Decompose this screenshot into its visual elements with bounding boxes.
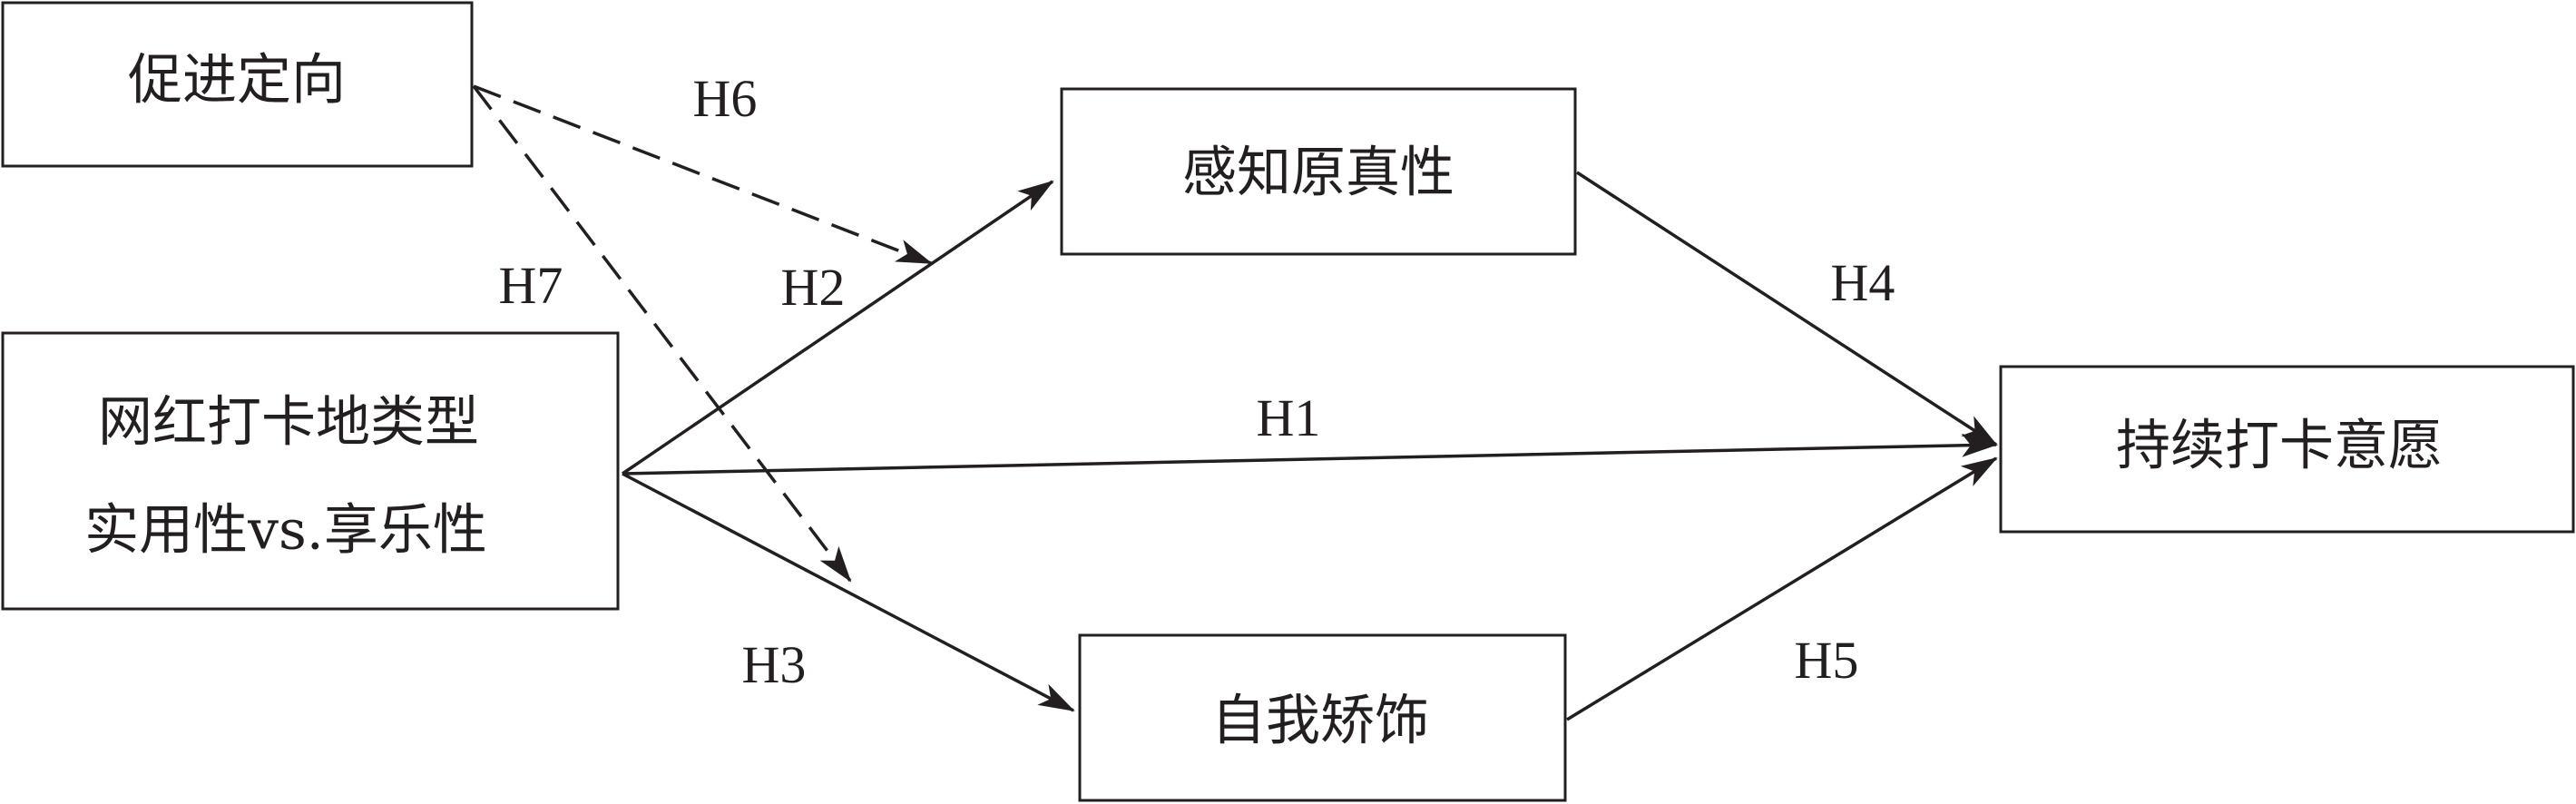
place-type-label-line2: 实用性vs.享乐性 <box>84 499 487 563</box>
promotion-focus-box: 促进定向 <box>1 1 474 168</box>
edge-h3-type-to-self-presentation <box>622 472 1075 712</box>
edge-label-h6: H6 <box>693 69 758 128</box>
edge-label-h1: H1 <box>1257 388 1321 447</box>
promotion-focus-label: 促进定向 <box>128 49 346 113</box>
edge-label-h7: H7 <box>499 256 563 315</box>
edge-h1-type-to-intention <box>622 433 1998 476</box>
edge-label-h3: H3 <box>742 635 807 694</box>
place-type-box: 网红打卡地类型 实用性vs.享乐性 <box>1 331 620 611</box>
edge-h7-promotion-moderation <box>472 84 852 583</box>
edge-label-h4: H4 <box>1831 253 1895 312</box>
continuance-intention-box: 持续打卡意愿 <box>1999 365 2575 534</box>
edge-h2-type-to-authenticity <box>622 180 1054 476</box>
edge-h4-authenticity-to-intention <box>1576 171 1998 446</box>
self-presentation-box: 自我矫饰 <box>1078 633 1567 802</box>
edge-label-h2: H2 <box>781 258 846 317</box>
edge-h5-self-presentation-to-intention <box>1566 456 1998 721</box>
perceived-authenticity-label: 感知原真性 <box>1182 142 1455 205</box>
self-presentation-label: 自我矫饰 <box>1211 690 1429 753</box>
perceived-authenticity-box: 感知原真性 <box>1060 87 1577 256</box>
edge-label-h5: H5 <box>1795 631 1859 690</box>
place-type-label-line1: 网红打卡地类型 <box>98 391 479 455</box>
continuance-intention-label: 持续打卡意愿 <box>2116 415 2443 478</box>
edge-h6-promotion-moderation <box>473 84 933 265</box>
